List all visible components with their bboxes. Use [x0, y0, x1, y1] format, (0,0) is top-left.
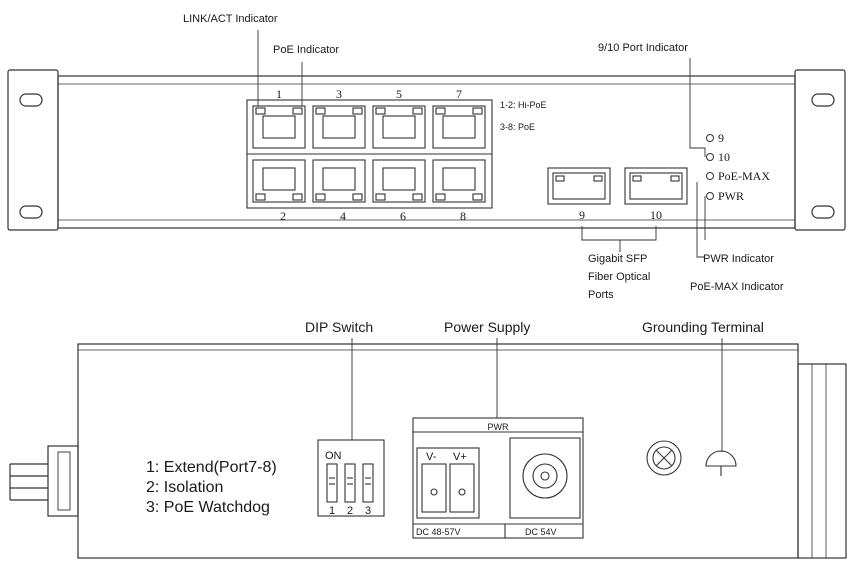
poe-note: 3-8: PoE: [500, 122, 535, 132]
rj45-port: [312, 159, 366, 203]
led-column: [706, 134, 714, 200]
led: [706, 192, 714, 200]
port-number: 7: [456, 87, 462, 101]
dip-lever: [344, 463, 356, 503]
mount-hole: [811, 93, 835, 107]
rj45-port: [252, 159, 306, 203]
rj45-port: [252, 105, 306, 149]
grounding-terminal: [646, 440, 737, 476]
rj45-port: [372, 159, 426, 203]
rj45-port: [432, 105, 486, 149]
dc-jack: [509, 437, 581, 519]
port-number: 4: [340, 209, 346, 223]
sfp-port: [547, 167, 611, 205]
mount-hole: [19, 93, 43, 107]
rj45-port: [432, 159, 486, 203]
poe-note-hi: 1-2: Hi-PoE: [500, 100, 547, 110]
v-plus-label: V+: [453, 451, 467, 463]
dip-legend-item: 1: Extend(Port7-8): [146, 459, 277, 476]
dc-54-label: DC 54V: [525, 527, 557, 537]
led: [706, 153, 714, 161]
port-number: 1: [276, 87, 282, 101]
mount-hole: [811, 205, 835, 219]
ground-symbol: [705, 450, 737, 467]
terminal-block: [416, 447, 480, 519]
callout-poemax-indicator: PoE-MAX Indicator: [690, 281, 784, 293]
callout-port-indicator: 9/10 Port Indicator: [598, 42, 688, 54]
dip-switch: [317, 439, 385, 517]
callout-dip-switch: DIP Switch: [305, 319, 373, 335]
power-housing: [412, 417, 584, 539]
sfp-ports: [547, 167, 688, 205]
port-number: 6: [400, 209, 406, 223]
rj45-port: [372, 105, 426, 149]
callout-lines: [257, 30, 706, 258]
port-number: 5: [396, 87, 402, 101]
dip-legend-item: 2: Isolation: [146, 479, 223, 496]
dip-number: 2: [347, 505, 353, 517]
dip-lever: [362, 463, 374, 503]
side-panel: [9, 343, 847, 559]
rj45-port: [312, 105, 366, 149]
sfp-port: [624, 167, 688, 205]
callout-link-act: LINK/ACT Indicator: [183, 13, 278, 25]
mount-hole: [19, 205, 43, 219]
dip-number: 3: [365, 505, 371, 517]
port-number: 2: [280, 209, 286, 223]
led: [706, 134, 714, 142]
v-minus-label: V-: [426, 451, 437, 463]
dip-on-label: ON: [325, 450, 342, 462]
side-end: [797, 363, 847, 559]
sfp-number: 10: [650, 208, 662, 222]
din-clip: [47, 445, 79, 517]
callout-poe-indicator: PoE Indicator: [273, 44, 339, 56]
rj45-port-block: [246, 99, 493, 209]
front-body: [57, 75, 796, 229]
power-block: [412, 417, 584, 539]
dip-legend-item: 3: PoE Watchdog: [146, 499, 270, 516]
callout-sfp: Ports: [588, 289, 614, 301]
led-label: 10: [718, 150, 730, 164]
callout-pwr-indicator: PWR Indicator: [703, 253, 774, 265]
side-callout-lines: [351, 338, 723, 452]
port-number: 8: [460, 209, 466, 223]
led-label: 9: [718, 131, 724, 145]
dip-lever: [326, 463, 338, 503]
led-label: PoE-MAX: [718, 169, 770, 183]
front-panel: [7, 69, 846, 231]
callout-grounding: Grounding Terminal: [642, 319, 764, 335]
pwr-label: PWR: [488, 422, 509, 432]
port-number: 3: [336, 87, 342, 101]
led: [706, 172, 714, 180]
dc-range-label: DC 48-57V: [416, 527, 461, 537]
callout-power-supply: Power Supply: [444, 319, 530, 335]
led-label: PWR: [718, 189, 744, 203]
sfp-number: 9: [579, 208, 585, 222]
side-body: [77, 343, 799, 559]
dip-number: 1: [329, 505, 335, 517]
callout-sfp: Fiber Optical: [588, 271, 650, 283]
callout-sfp: Gigabit SFP: [588, 253, 647, 265]
